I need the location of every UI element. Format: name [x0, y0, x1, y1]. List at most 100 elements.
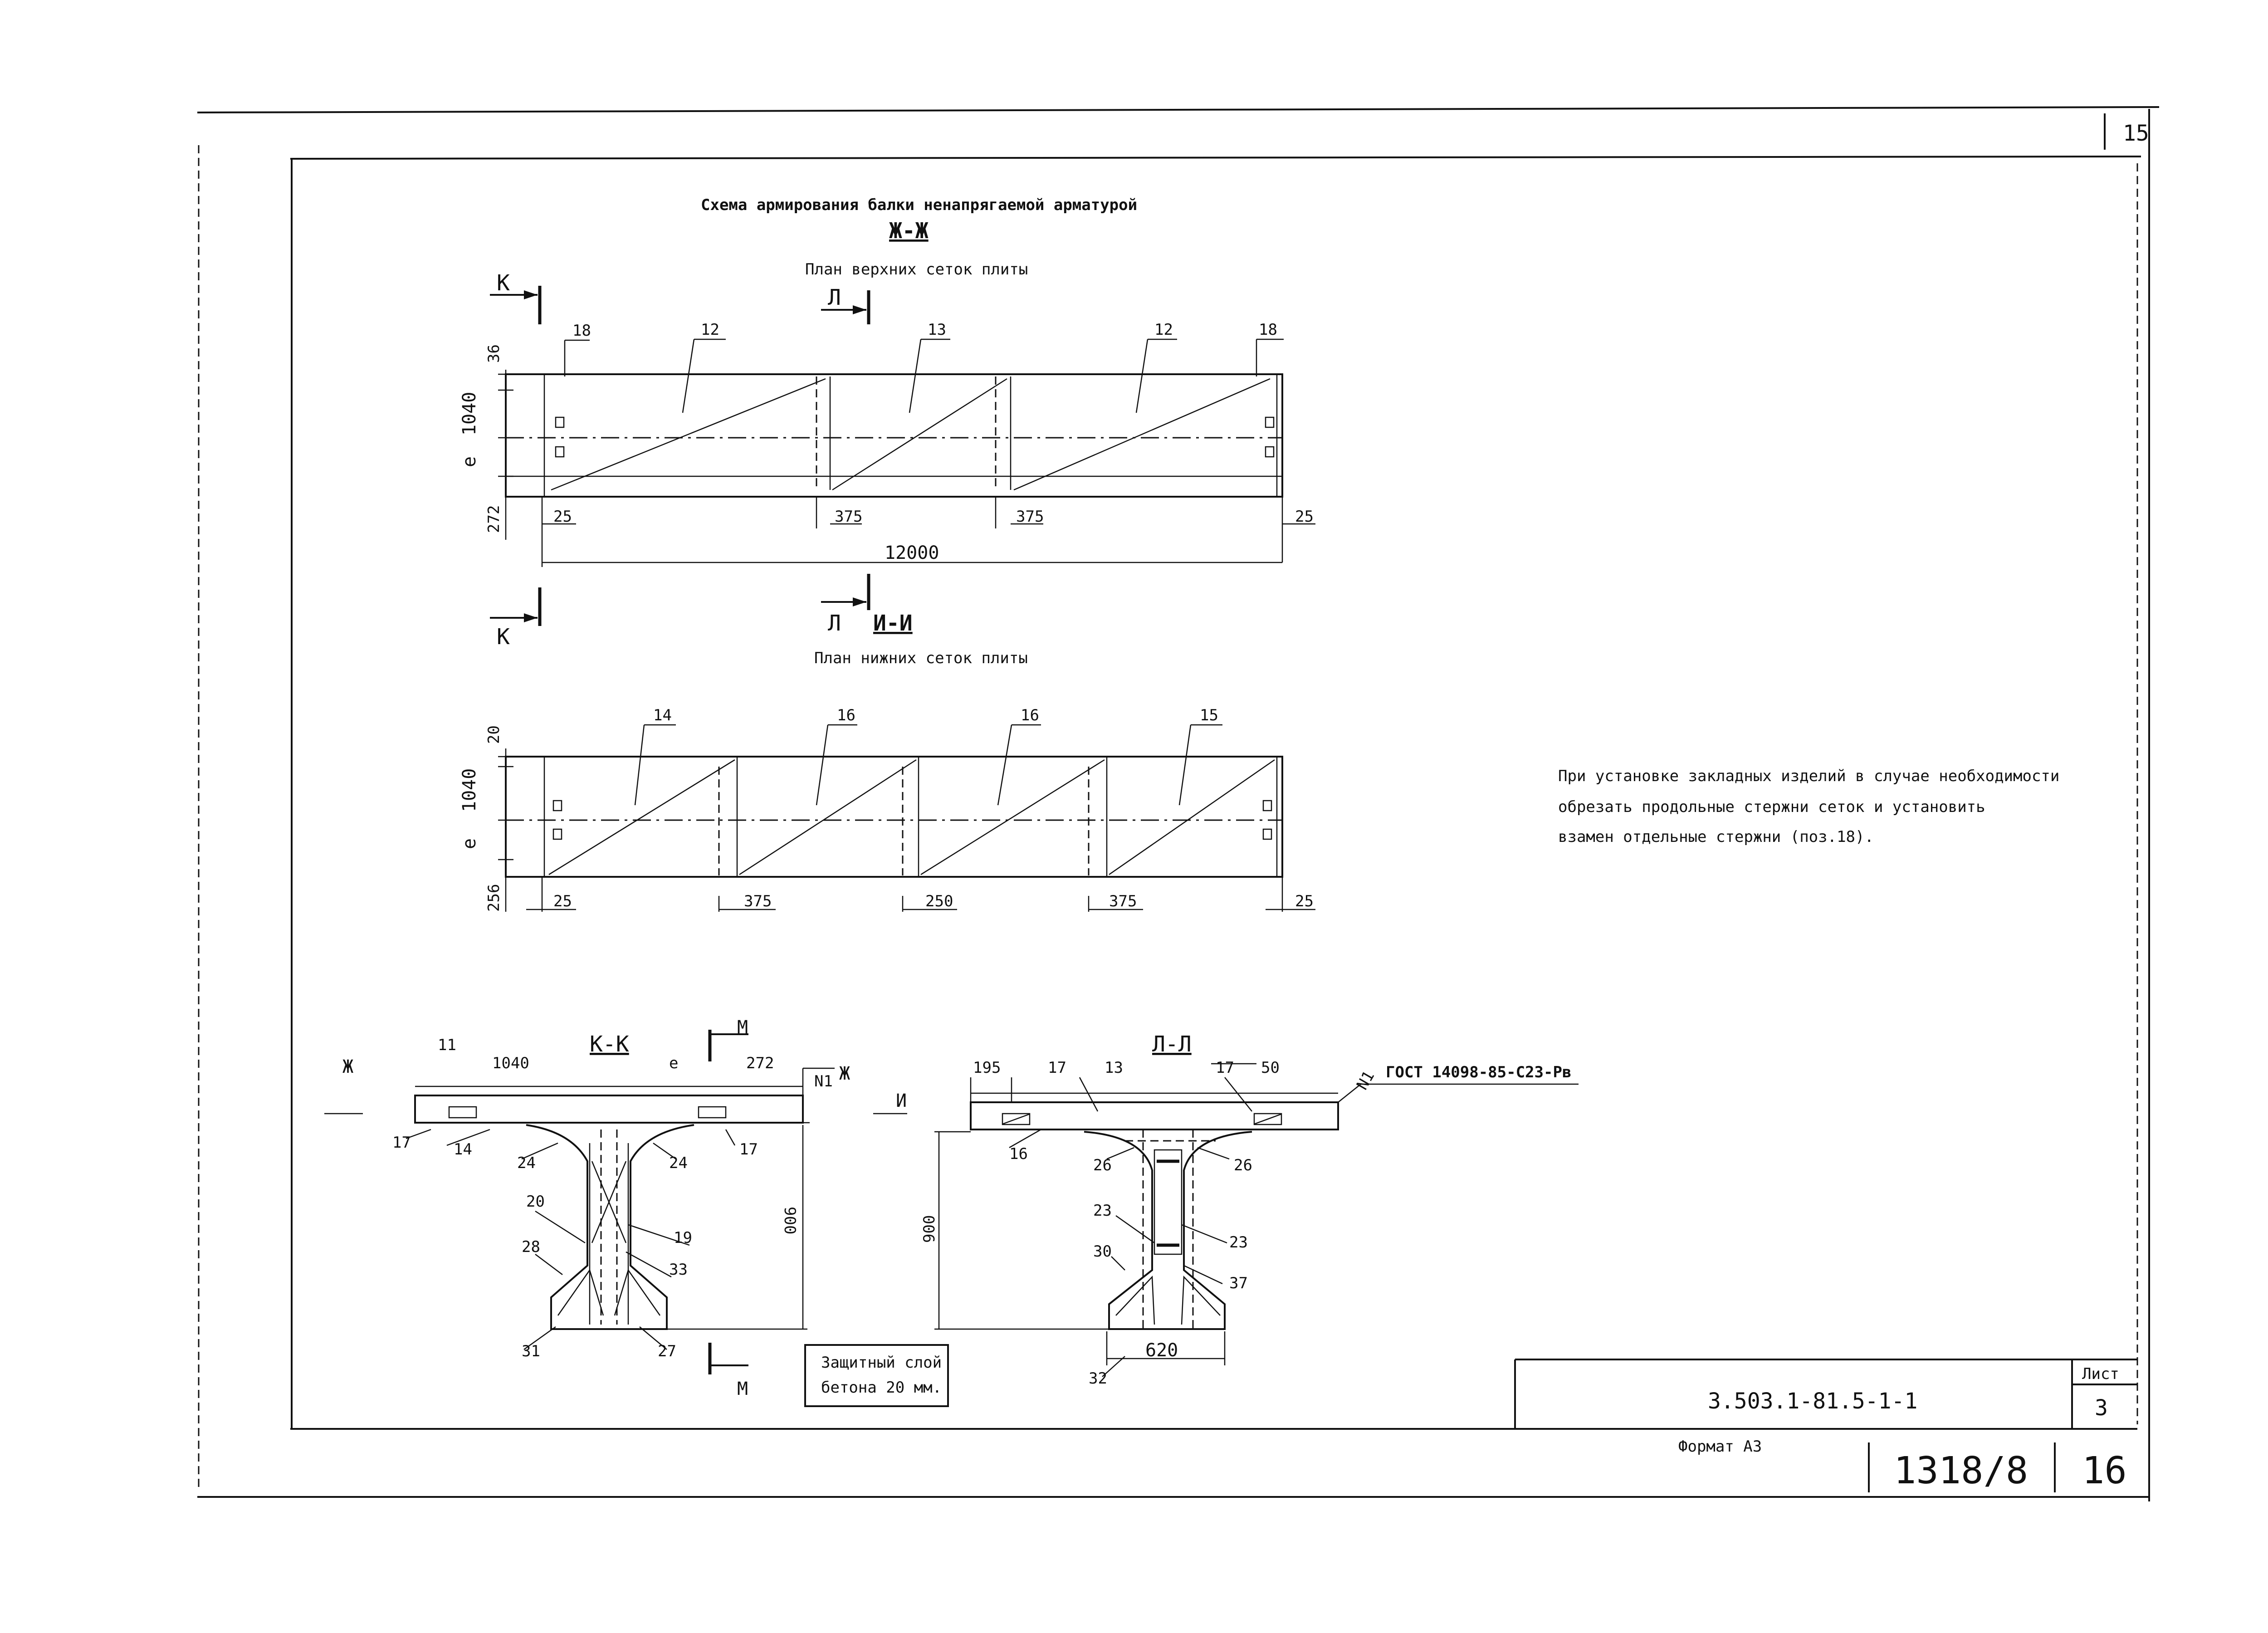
kk-pos-27: 27 — [658, 1342, 676, 1360]
lower-dim-375-b: 375 — [1109, 892, 1137, 910]
lower-dim-250: 250 — [925, 892, 953, 910]
ll-pos-26-right: 26 — [1234, 1156, 1252, 1174]
kk-pos-33: 33 — [669, 1261, 688, 1279]
kk-height-900: 900 — [781, 1207, 799, 1234]
note-line-1: При установке закладных изделий в случае… — [1558, 767, 2059, 785]
note-line-3: взамен отдельные стержни (поз.18). — [1558, 828, 1874, 846]
kk-cut-m-top: М — [737, 1017, 748, 1038]
lower-plan-title: План нижних сеток плиты — [814, 649, 1028, 667]
document-code: 3.503.1-81.5-1-1 — [1708, 1389, 1917, 1414]
kk-pos-17-left: 17 — [392, 1134, 411, 1152]
ll-height-900: 900 — [920, 1215, 938, 1243]
lower-pos-16-a: 16 — [837, 706, 855, 724]
kk-cut-m-bottom: М — [737, 1379, 748, 1399]
protective-layer-line-1: Защитный слой — [821, 1354, 942, 1372]
kk-dim-e: e — [669, 1054, 678, 1072]
ll-pos-23-right: 23 — [1229, 1233, 1248, 1252]
main-title: Схема армирования балки ненапрягаемой ар… — [701, 196, 1137, 214]
ll-pos-32: 32 — [1089, 1369, 1107, 1388]
upper-pos-12-left: 12 — [701, 321, 719, 339]
lower-dim-256: 256 — [485, 884, 503, 912]
lower-dim-e: e — [459, 838, 480, 849]
cut-mark-l-top: Л — [828, 285, 841, 310]
ll-dim-195: 195 — [973, 1059, 1001, 1077]
upper-dim-e: e — [459, 456, 480, 467]
section-title-zh: Ж-Ж — [889, 218, 929, 244]
title-block — [1514, 1359, 2137, 1429]
cut-mark-k-top: К — [497, 270, 510, 296]
section-ll-labels: Л-Л 195 17 13 17 50 N1 ГОСТ 14098-85-С23… — [896, 1032, 1571, 1388]
section-title-ll: Л-Л — [1152, 1032, 1192, 1057]
lower-pos-16-b: 16 — [1021, 706, 1039, 724]
upper-dim-375-a: 375 — [835, 508, 862, 526]
ll-pos-37: 37 — [1229, 1274, 1248, 1292]
section-cut-marks — [490, 286, 870, 626]
kk-pos-24-left: 24 — [517, 1154, 536, 1172]
upper-dim-1040: 1040 — [459, 392, 480, 435]
kk-pos-24-right: 24 — [669, 1154, 688, 1172]
upper-dim-25-left: 25 — [553, 508, 572, 526]
ll-width-620: 620 — [1145, 1340, 1178, 1361]
upper-pos-12-right: 12 — [1154, 321, 1173, 339]
kk-pos-20: 20 — [526, 1193, 545, 1211]
kk-pos-17-right: 17 — [739, 1140, 758, 1159]
kk-dim-1040: 1040 — [492, 1054, 529, 1072]
upper-pos-18-right: 18 — [1259, 321, 1277, 339]
ll-gost: ГОСТ 14098-85-С23-Рв — [1386, 1063, 1571, 1081]
kk-pos-31: 31 — [522, 1342, 540, 1360]
lower-plan-labels: 14 16 16 15 20 1040 e 256 25 375 250 375… — [459, 706, 1314, 912]
ll-pos-17-right: 17 — [1216, 1059, 1234, 1077]
upper-plan-title: План верхних сеток плиты — [805, 260, 1028, 279]
lower-dim-25-right: 25 — [1295, 892, 1314, 910]
lower-dim-375-a: 375 — [744, 892, 772, 910]
section-ll — [873, 1063, 1579, 1377]
lower-dim-25-left: 25 — [553, 892, 572, 910]
archive-number: 1318/8 — [1894, 1449, 2028, 1492]
ll-cut-i: И — [896, 1090, 907, 1111]
upper-pos-18-left: 18 — [572, 322, 591, 340]
upper-length-12000: 12000 — [885, 543, 939, 563]
kk-cut-zh-right: Ж — [839, 1063, 850, 1084]
lower-plan — [498, 724, 1315, 912]
sheet-frame — [197, 106, 2160, 1501]
section-kk-labels: К-К 11 1040 e 272 N1 17 14 24 24 17 20 1… — [342, 1017, 850, 1399]
lower-dim-20: 20 — [485, 725, 503, 744]
format-label: Формат А3 — [1678, 1437, 1762, 1456]
top-page-number: 15 — [2123, 121, 2149, 146]
ll-pos-23-left: 23 — [1093, 1202, 1112, 1220]
protective-layer-line-2: бетона 20 мм. — [821, 1379, 942, 1397]
section-title-kk: К-К — [590, 1032, 629, 1057]
upper-dim-36: 36 — [485, 344, 503, 363]
kk-pos-28: 28 — [522, 1238, 540, 1256]
ll-pos-26-left: 26 — [1093, 1156, 1112, 1174]
ll-pos-17-left: 17 — [1048, 1059, 1066, 1077]
lower-pos-14: 14 — [653, 706, 672, 724]
ll-pos-16: 16 — [1009, 1145, 1028, 1163]
protective-layer-box — [804, 1344, 949, 1407]
lower-pos-15: 15 — [1200, 706, 1218, 724]
kk-dim-11: 11 — [438, 1036, 456, 1054]
section-title-i: И-И — [873, 611, 913, 636]
lower-dim-1040: 1040 — [459, 768, 480, 812]
ll-pos-30: 30 — [1093, 1242, 1112, 1261]
sheet-number: 3 — [2095, 1395, 2108, 1421]
archive-page: 16 — [2082, 1449, 2127, 1492]
ll-dim-50: 50 — [1261, 1059, 1280, 1077]
sheet-label: Лист — [2082, 1365, 2119, 1383]
kk-cut-zh-left: Ж — [342, 1056, 353, 1077]
note-line-2: обрезать продольные стержни сеток и уста… — [1558, 798, 1985, 816]
cut-mark-k-bottom: К — [497, 624, 510, 650]
ll-n1: N1 — [1353, 1068, 1378, 1093]
upper-plan — [498, 338, 1315, 567]
upper-pos-13: 13 — [928, 321, 946, 339]
upper-plan-labels: 18 12 13 12 18 36 1040 e 272 25 375 375 … — [459, 321, 1314, 563]
kk-pos-19: 19 — [674, 1229, 692, 1247]
section-kk — [324, 1030, 835, 1374]
kk-pos-14: 14 — [454, 1140, 472, 1159]
kk-dim-272: 272 — [746, 1054, 774, 1072]
upper-dim-25-right: 25 — [1295, 508, 1314, 526]
ll-pos-13: 13 — [1105, 1059, 1123, 1077]
upper-dim-272: 272 — [485, 505, 503, 533]
upper-dim-375-b: 375 — [1016, 508, 1044, 526]
